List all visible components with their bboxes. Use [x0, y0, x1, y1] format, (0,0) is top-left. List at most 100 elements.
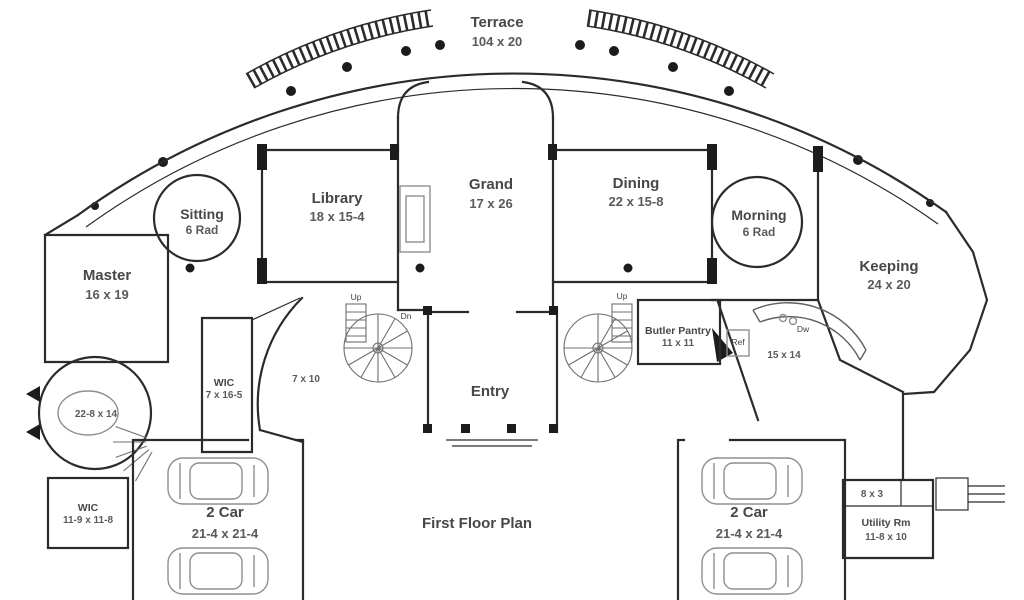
balustrade-hatch-left [245, 9, 434, 89]
fan-steps [113, 426, 153, 482]
room-label-morning: Morning [731, 207, 786, 223]
turret-room [26, 355, 153, 482]
column-dot [724, 86, 734, 96]
annotation-ref: Ref [731, 337, 745, 347]
room-dims-keeping: 24 x 20 [867, 277, 910, 292]
room-dims-wic-upper: 7 x 16-5 [206, 390, 243, 401]
room-label-sitting: Sitting [180, 206, 224, 222]
stair-flight [611, 303, 633, 343]
room-dims-morning: 6 Rad [743, 225, 776, 239]
room-label-dining: Dining [613, 175, 660, 192]
room-label-garage-right: 2 Car [730, 504, 768, 521]
room-entry [423, 306, 559, 447]
kitchen [726, 302, 867, 361]
stair-treads [344, 314, 412, 382]
entry-column [423, 424, 432, 433]
entry-column [461, 424, 470, 433]
annotation-dn-left: Dn [401, 311, 412, 321]
room-master [43, 233, 170, 364]
window-bay-poche [26, 424, 40, 440]
sitting-bay-wall [152, 173, 242, 263]
room-dims-turret: 22-8 x 14 [75, 409, 118, 420]
wic-upper-walls [200, 316, 254, 454]
fireplace-inner [405, 195, 425, 243]
room-label-entry: Entry [471, 383, 510, 400]
morning-bay-wall [710, 175, 804, 269]
angled-hall-wall [716, 300, 760, 422]
room-dims-kitchen: 15 x 14 [767, 350, 801, 361]
room-dims-hall: 7 x 10 [292, 374, 320, 385]
wall-segment [251, 297, 301, 321]
sink-icon [778, 313, 788, 323]
grand-side-walls [396, 116, 555, 312]
room-dims-garage-right: 21-4 x 21-4 [716, 526, 783, 541]
wall-segment [43, 213, 80, 237]
sink-icon [788, 316, 798, 326]
column-dot [623, 263, 633, 273]
garage-left-walls [131, 438, 305, 600]
turret-wall [37, 355, 153, 471]
room-dims-terrace: 104 x 20 [472, 34, 523, 49]
room-label-garage-left: 2 Car [206, 504, 244, 521]
room-label-wic-lower: WIC [78, 502, 99, 514]
room-label-butler-pantry: Butler Pantry [645, 325, 711, 337]
utility-walls [841, 478, 935, 560]
utility-room [841, 477, 1005, 560]
column-dot [435, 40, 445, 50]
annotation-up-left: Up [351, 292, 362, 302]
wall-poche [548, 144, 557, 160]
balustrade-edge [588, 9, 775, 75]
room-dims-grand: 17 x 26 [469, 196, 512, 211]
room-label-master: Master [83, 267, 132, 284]
room-dims-garage-left: 21-4 x 21-4 [192, 526, 259, 541]
window-bay-poche [26, 386, 40, 402]
entry-column [549, 306, 558, 315]
stair-treads [564, 314, 632, 382]
room-dims-library: 18 x 15-4 [310, 209, 366, 224]
room-dining [551, 148, 714, 284]
wall-poche-group [257, 144, 823, 284]
plan-title: First Floor Plan [422, 515, 532, 532]
column-dot [185, 263, 195, 273]
wall-poche [707, 258, 717, 284]
column-dot [401, 46, 411, 56]
room-label-library: Library [312, 190, 364, 207]
wall-poche [390, 144, 399, 160]
car-icon [167, 457, 269, 505]
entry-column [423, 306, 432, 315]
column-dot [415, 263, 425, 273]
room-dims-butler-pantry: 11 x 11 [662, 338, 695, 349]
balustrade-hatch-right [586, 9, 775, 89]
entry-walls [426, 310, 559, 434]
keeping-walls [816, 146, 905, 394]
room-label-terrace: Terrace [470, 14, 523, 31]
room-dims-sitting: 6 Rad [186, 223, 219, 237]
column-dot [286, 86, 296, 96]
car-icon [167, 547, 269, 595]
kitchen-counter-ends [752, 309, 867, 361]
exterior-walls [43, 72, 989, 480]
kitchen-counter-outer [752, 302, 867, 351]
column-dot [609, 46, 619, 56]
closet-divider [843, 480, 933, 507]
wall-poche [813, 146, 823, 172]
room-dims-utility: 11-8 x 10 [865, 532, 907, 543]
garage-right-walls [676, 438, 847, 600]
front-arc-wall [76, 72, 948, 217]
entry-column [549, 424, 558, 433]
spiral-stair-right-icon [563, 303, 633, 383]
kitchen-counter-inner [759, 315, 861, 361]
balustrade-edge [245, 9, 432, 75]
entry-column [507, 424, 516, 433]
room-label-wic-upper: WIC [214, 377, 235, 389]
fireplace-icon [399, 185, 431, 253]
porch-steps [968, 485, 1005, 503]
column-dots [91, 40, 934, 273]
annotation-up-right: Up [617, 291, 628, 301]
wall-poche [257, 144, 267, 170]
car-icon [701, 547, 803, 595]
garage-left [131, 438, 305, 600]
room-label-grand: Grand [469, 176, 513, 193]
master-walls [43, 233, 170, 364]
stair-flight-treads [346, 311, 366, 337]
